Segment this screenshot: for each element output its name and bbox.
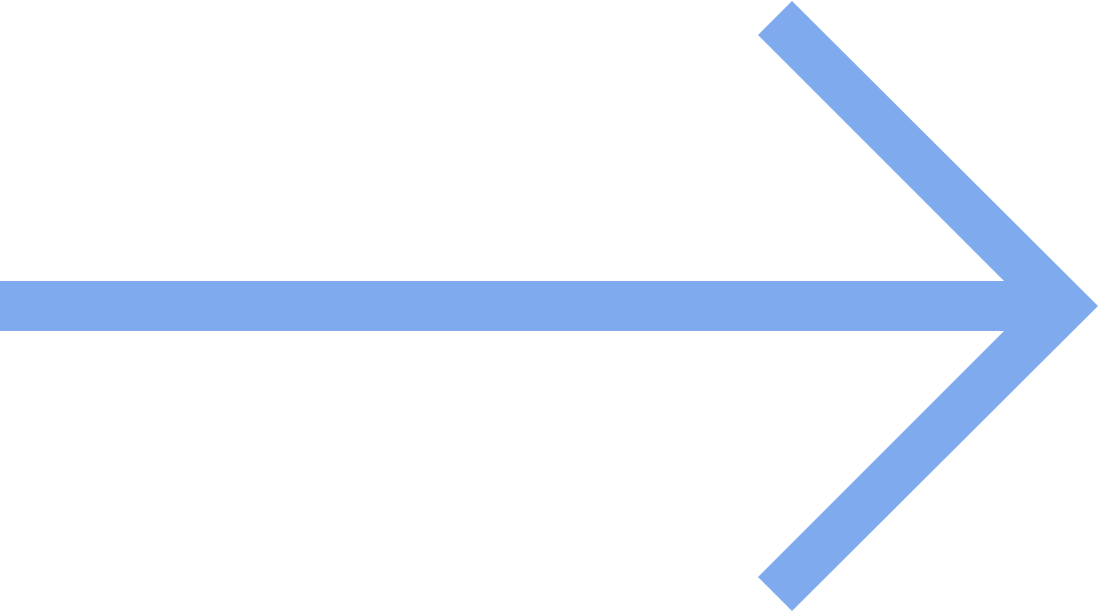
arrow-right-shape [0, 1, 1098, 611]
arrow-right-icon [0, 1, 1098, 611]
